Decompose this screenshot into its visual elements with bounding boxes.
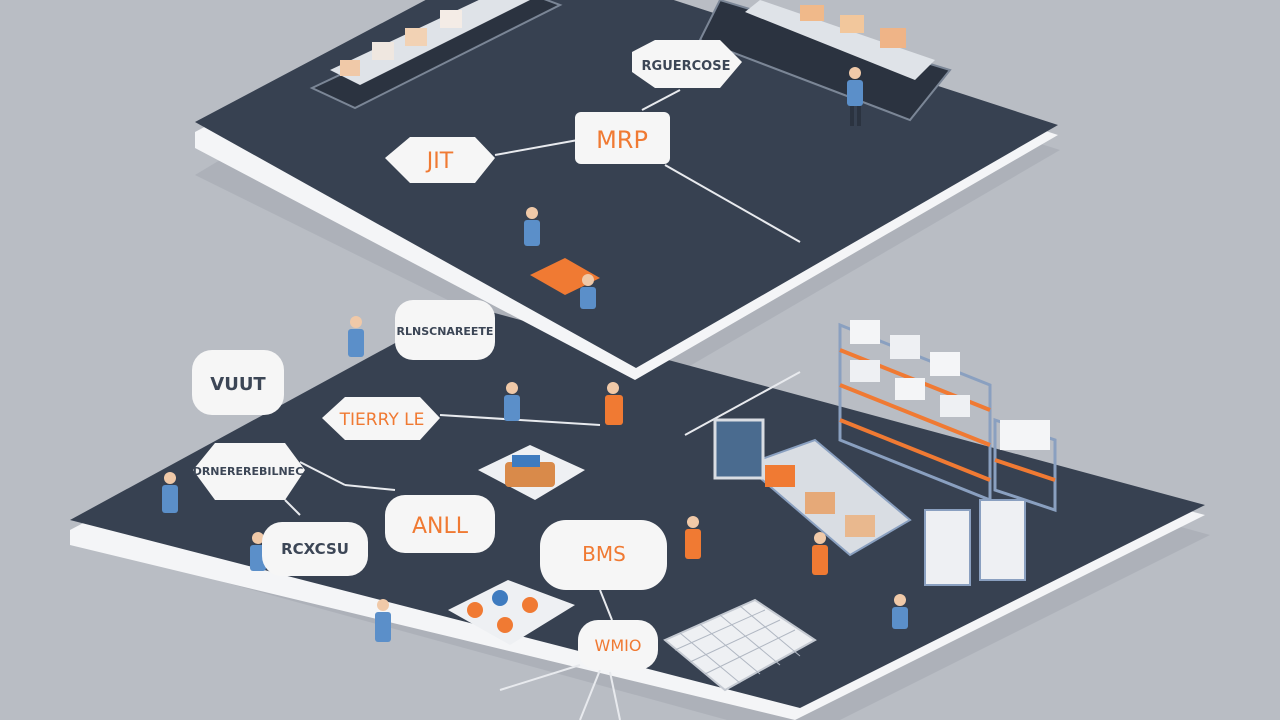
svg-text:MRP: MRP: [596, 126, 648, 154]
svg-text:RLNSCNAREETE: RLNSCNAREETE: [397, 325, 494, 338]
svg-text:BMS: BMS: [582, 542, 626, 566]
label-bubble-left-long: DRNEREREBILNEC: [193, 443, 305, 500]
worker-with-pallet: [524, 207, 600, 309]
svg-text:VUUT: VUUT: [210, 374, 266, 395]
svg-text:DRNEREREBILNEC: DRNEREREBILNEC: [193, 465, 304, 478]
label-bubble-mid: RLNSCNAREETE: [395, 300, 495, 360]
label-bubble-bars: ANLL: [385, 495, 495, 553]
pallet-stacks: [924, 499, 1026, 586]
label-bubble-left: VUUT: [192, 350, 284, 415]
label-bubble-jit: JIT: [385, 137, 495, 183]
lower-workers: [162, 316, 908, 642]
label-bubble-tiferry: TIERRY LE: [322, 397, 440, 440]
svg-text:TIERRY LE: TIERRY LE: [339, 410, 425, 430]
svg-text:JIT: JIT: [425, 149, 454, 174]
grid-panel: [663, 598, 817, 692]
lower-connectors: [284, 371, 801, 720]
upper-platform: [195, 0, 1058, 380]
label-bubble-top-right: RGUERCOSE: [632, 40, 742, 88]
worker-top-right: [847, 67, 863, 126]
label-bubble-mrp: MRP: [575, 112, 670, 164]
label-bubble-rcsn: RCXCSU: [262, 522, 368, 576]
svg-text:WMIO: WMIO: [595, 636, 642, 655]
svg-text:RCXCSU: RCXCSU: [281, 540, 349, 558]
label-bubble-bms: BMS: [540, 520, 667, 590]
product-cluster-top: [478, 445, 585, 500]
svg-text:ANLL: ANLL: [412, 514, 469, 539]
upper-connectors: [494, 89, 801, 243]
product-cluster-bottom: [448, 580, 575, 645]
top-left-shelving: [309, 0, 563, 110]
lower-conveyor: [713, 418, 912, 557]
label-bubble-wmio: WMIO: [578, 620, 658, 670]
svg-text:RGUERCOSE: RGUERCOSE: [642, 59, 731, 74]
top-right-shelving: [698, 0, 952, 122]
